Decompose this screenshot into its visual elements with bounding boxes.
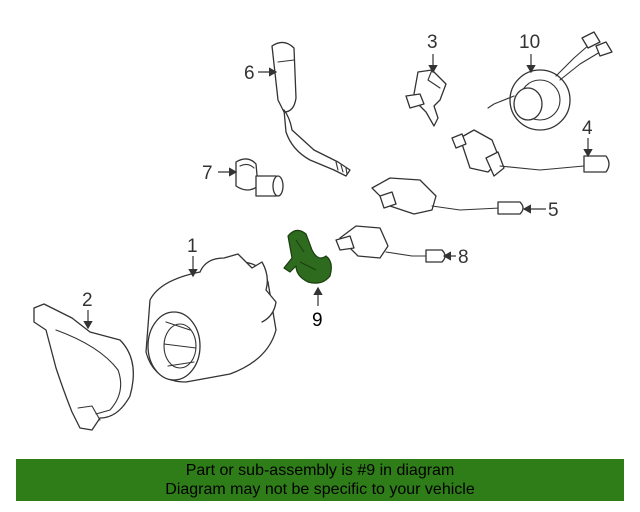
callout-1: 1 [187, 236, 198, 257]
callout-8: 8 [458, 247, 469, 268]
part-10-clock-spring[interactable] [487, 31, 613, 131]
callout-6: 6 [244, 63, 255, 84]
part-9-highlighted[interactable] [283, 229, 332, 284]
part-2-shroud[interactable] [33, 303, 134, 431]
banner-line-1: Part or sub-assembly is #9 in diagram [185, 462, 455, 479]
part-4-harness[interactable] [451, 129, 610, 177]
callout-2: 2 [82, 290, 93, 311]
callout-3: 3 [427, 32, 438, 53]
part-8-connector[interactable] [335, 225, 446, 263]
parts-diagram: 6 7 3 10 4 5 8 9 1 2 [33, 31, 613, 431]
part-6-stalk-switch[interactable] [271, 41, 351, 177]
callout-9: 9 [312, 310, 323, 331]
callout-10: 10 [519, 32, 540, 53]
callout-7: 7 [202, 163, 213, 184]
callout-5: 5 [548, 200, 559, 221]
callout-4: 4 [582, 118, 593, 139]
part-7-bolt[interactable] [235, 158, 284, 197]
banner-line-2: Diagram may not be specific to your vehi… [165, 481, 475, 498]
part-3-bracket[interactable] [405, 69, 447, 127]
info-banner: Part or sub-assembly is #9 in diagram Di… [16, 459, 624, 501]
part-5-harness[interactable] [371, 177, 524, 215]
part-1-column-housing[interactable] [145, 253, 277, 383]
